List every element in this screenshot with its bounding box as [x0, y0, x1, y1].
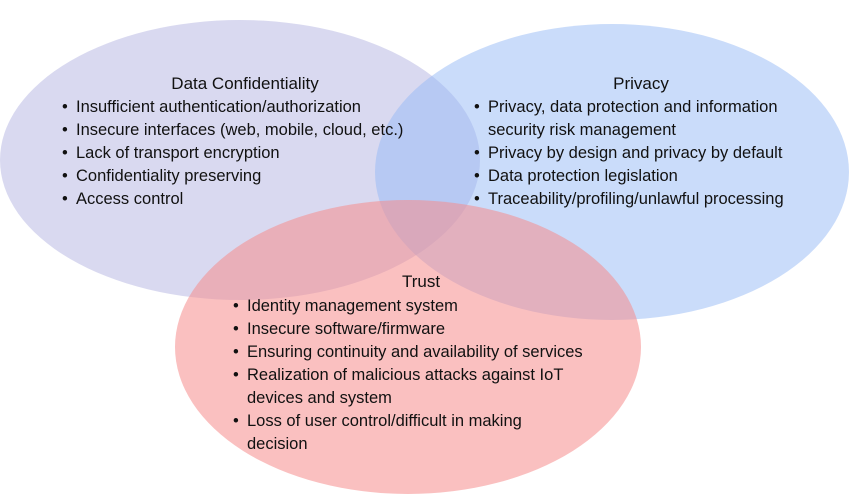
list-item: Insufficient authentication/authorizatio… [62, 96, 403, 119]
confidentiality-list: Insufficient authentication/authorizatio… [62, 96, 403, 211]
list-item: Traceability/profiling/unlawful processi… [474, 188, 814, 211]
list-item: Realization of malicious attacks against… [233, 364, 607, 410]
list-item: Lack of transport encryption [62, 142, 403, 165]
confidentiality-title: Data Confidentiality [171, 74, 319, 93]
list-item: Ensuring continuity and availability of … [233, 341, 618, 364]
trust-list: Identity management system Insecure soft… [233, 295, 618, 456]
list-item: Confidentiality preserving [62, 165, 403, 188]
privacy-list: Privacy, data protection and information… [474, 96, 814, 211]
list-item: Data protection legislation [474, 165, 814, 188]
list-item: Privacy by design and privacy by default [474, 142, 814, 165]
list-item: Insecure interfaces (web, mobile, cloud,… [62, 119, 403, 142]
list-item: Insecure software/firmware [233, 318, 618, 341]
list-item: Loss of user control/difficult in making… [233, 410, 577, 456]
list-item: Access control [62, 188, 403, 211]
privacy-title: Privacy [613, 74, 669, 93]
list-item: Privacy, data protection and information… [474, 96, 814, 142]
list-item: Identity management system [233, 295, 618, 318]
trust-title: Trust [401, 272, 441, 291]
